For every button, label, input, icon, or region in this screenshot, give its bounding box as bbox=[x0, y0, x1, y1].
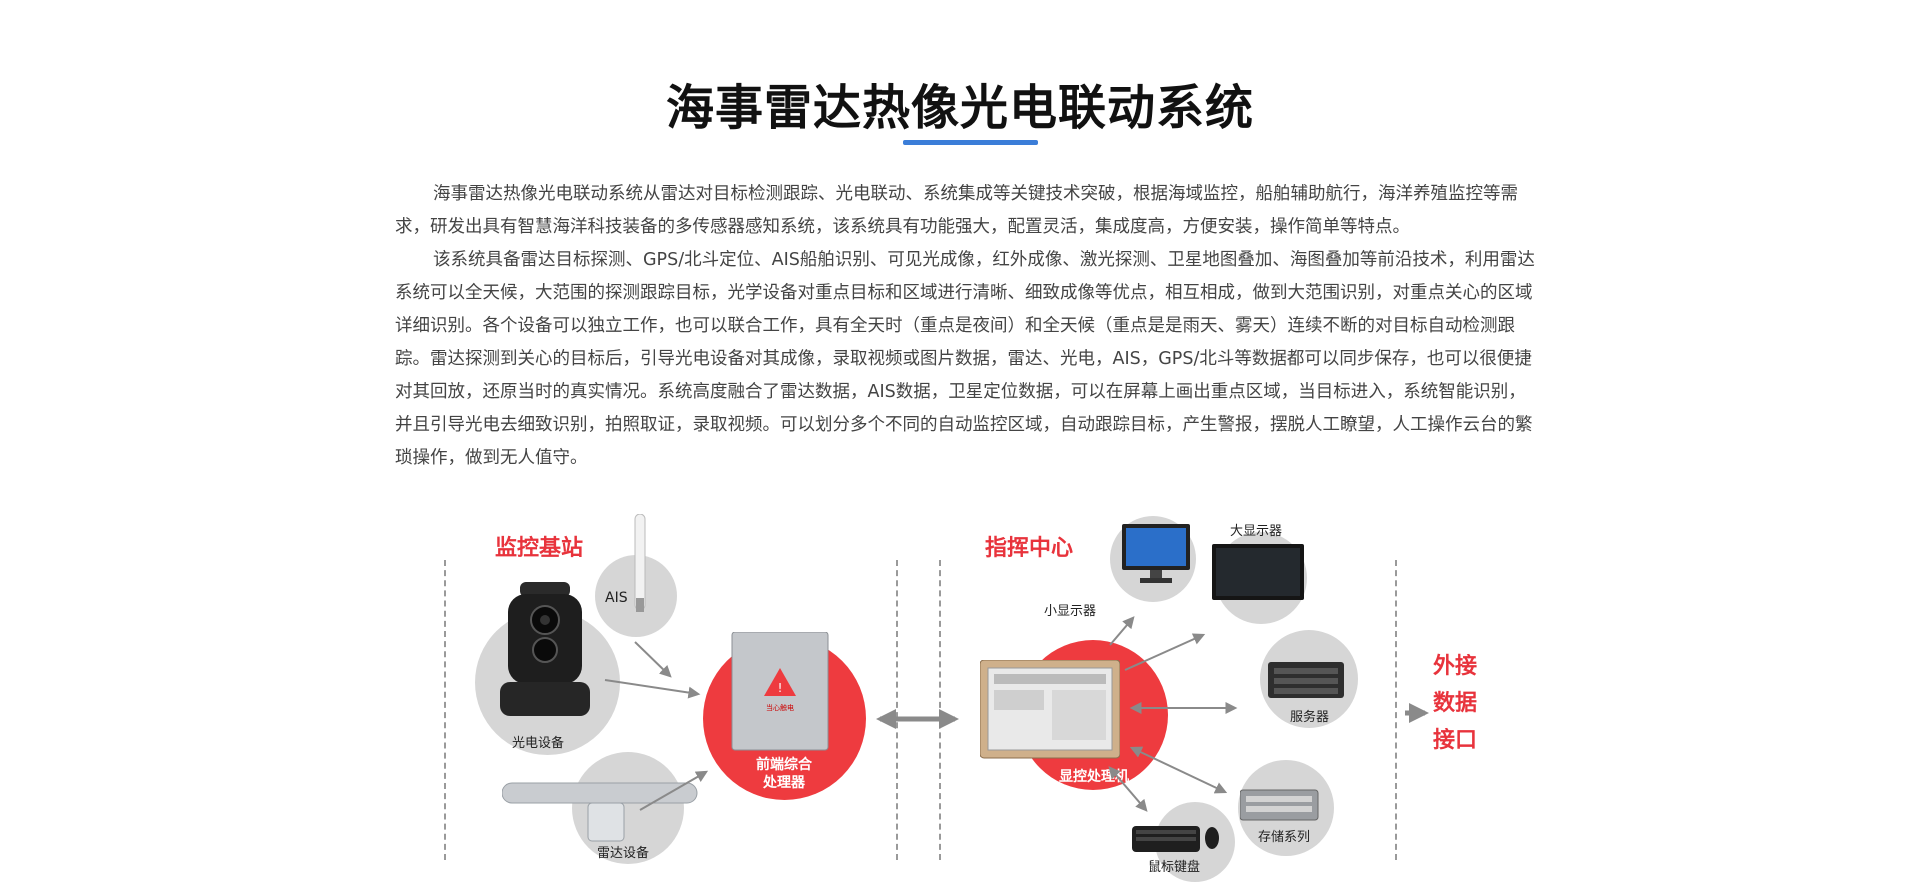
page-title: 海事雷达热像光电联动系统 bbox=[665, 80, 1254, 136]
small-display-label: 小显示器 bbox=[1044, 604, 1097, 619]
display-processor-server-icon bbox=[980, 660, 1120, 759]
radar-label: 雷达设备 bbox=[597, 846, 650, 861]
to-mouse-keyboard-arrow bbox=[1108, 766, 1148, 812]
to-storage-arrow bbox=[1129, 746, 1228, 794]
external-interface-line-1: 外接 bbox=[1433, 654, 1478, 679]
frontend-processor-label: 前端综合 处理器 bbox=[738, 756, 830, 792]
keyboard-mouse-icon bbox=[1132, 826, 1219, 852]
large-display-screen-icon bbox=[1212, 544, 1304, 600]
optoelectronic-to-frontend-arrow bbox=[604, 679, 701, 699]
system-diagram: 监控基站 指挥中心 外接 数据 接口 光电设备 AIS 雷达设备 ! 当心触电 … bbox=[420, 514, 1570, 882]
server-label: 服务器 bbox=[1290, 710, 1330, 725]
frontend-cabinet-icon: ! 当心触电 bbox=[731, 632, 829, 751]
optoelectronic-camera-icon bbox=[500, 582, 590, 716]
external-interface-line-3: 接口 bbox=[1433, 728, 1478, 753]
ais-to-frontend-arrow bbox=[634, 641, 672, 678]
svg-text:!: ! bbox=[778, 681, 783, 695]
external-interface-line-2: 数据 bbox=[1433, 691, 1478, 716]
storage-label: 存储系列 bbox=[1258, 830, 1311, 845]
monitor-station-label: 监控基站 bbox=[495, 536, 584, 561]
small-display-monitor-icon bbox=[1122, 524, 1190, 583]
radar-antenna-icon bbox=[502, 782, 698, 842]
warning-text: 当心触电 bbox=[766, 703, 794, 712]
description-paragraph-2: 该系统具备雷达目标探测、GPS/北斗定位、AIS船舶识别、可见光成像，红外成像、… bbox=[395, 250, 1535, 468]
description-paragraph-1: 海事雷达热像光电联动系统从雷达对目标检测跟踪、光电联动、系统集成等关键技术突破，… bbox=[395, 184, 1518, 237]
external-interface-label: 外接 数据 接口 bbox=[1433, 648, 1477, 759]
radar-to-frontend-arrow bbox=[639, 770, 709, 811]
frontend-processor-line-1: 前端综合 bbox=[756, 757, 812, 773]
to-large-display-arrow bbox=[1124, 633, 1206, 671]
ais-label: AIS bbox=[605, 590, 628, 606]
to-small-display-arrow bbox=[1109, 616, 1135, 646]
divider-left bbox=[444, 560, 446, 860]
server-rack-icon bbox=[1268, 662, 1344, 698]
connection-arrows bbox=[604, 616, 1429, 812]
ais-antenna-icon bbox=[634, 514, 646, 612]
title-underline bbox=[903, 140, 1038, 145]
large-display-label: 大显示器 bbox=[1230, 524, 1283, 539]
optoelectronic-label: 光电设备 bbox=[512, 736, 565, 751]
mouse-keyboard-label: 鼠标键盘 bbox=[1148, 860, 1201, 875]
storage-array-icon bbox=[1240, 789, 1319, 821]
description: 海事雷达热像光电联动系统从雷达对目标检测跟踪、光电联动、系统集成等关键技术突破，… bbox=[395, 178, 1535, 475]
divider-right bbox=[1395, 560, 1397, 860]
command-center-label: 指挥中心 bbox=[985, 536, 1074, 561]
frontend-processor-line-2: 处理器 bbox=[763, 775, 805, 791]
